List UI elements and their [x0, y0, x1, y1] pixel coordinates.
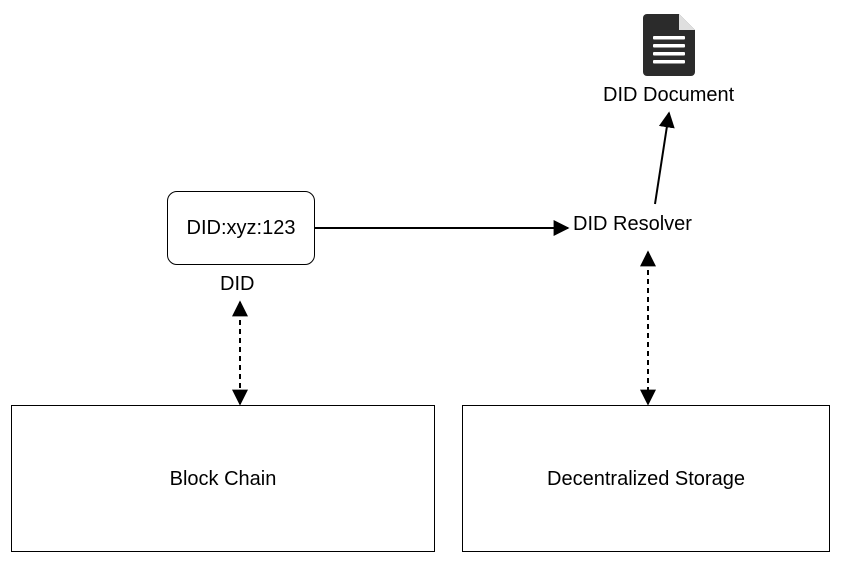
did-resolver-label: DID Resolver [573, 213, 692, 235]
did-caption-label: DID [220, 273, 255, 295]
did-value-text: DID:xyz:123 [186, 217, 296, 239]
decentralized-storage-label: Decentralized Storage [547, 467, 745, 490]
blockchain-label: Block Chain [169, 467, 277, 490]
resolver-to-document-arrow [654, 111, 675, 205]
blockchain-node: Block Chain [11, 405, 435, 552]
did-node: DID:xyz:123 [167, 191, 315, 265]
did-document-label: DID Document [603, 84, 735, 106]
document-icon [643, 14, 695, 76]
decentralized-storage-node: Decentralized Storage [462, 405, 830, 552]
